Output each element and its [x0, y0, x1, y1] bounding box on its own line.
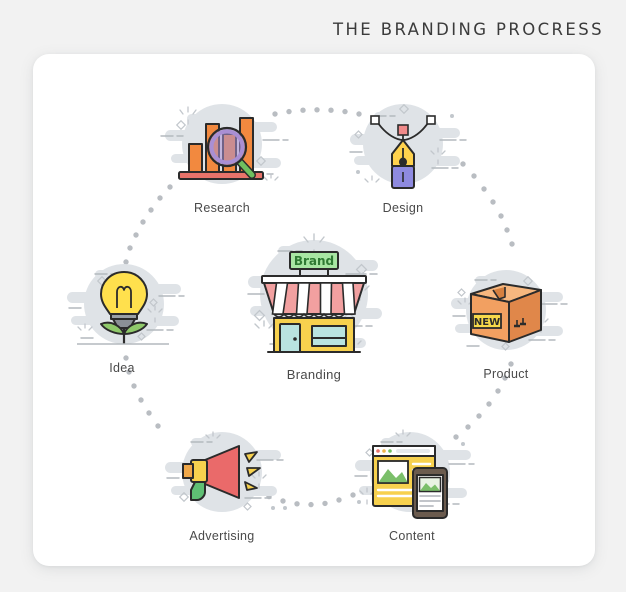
step-label: Advertising: [189, 529, 255, 543]
content-icon-area: [337, 420, 487, 528]
step-label: Product: [483, 367, 529, 381]
step-research[interactable]: Research: [147, 92, 297, 215]
step-design[interactable]: Design: [328, 92, 478, 215]
lightbulb-plant-icon: [67, 264, 185, 345]
step-content[interactable]: Content: [337, 420, 487, 543]
megaphone-icon: [165, 431, 287, 512]
step-product[interactable]: NEW Product: [431, 258, 581, 381]
content-card: Research: [33, 54, 595, 566]
cardboard-box-icon: NEW: [451, 270, 568, 351]
svg-text:Brand: Brand: [294, 254, 334, 268]
step-branding[interactable]: Brand: [234, 226, 394, 382]
advertising-icon-area: [147, 420, 297, 528]
design-icon-area: [328, 92, 478, 200]
browser-window-mobile-icon: [354, 429, 475, 519]
fountain-pen-bezier-icon: [349, 103, 467, 189]
step-label: Research: [194, 201, 250, 215]
idea-icon-area: [47, 252, 197, 360]
page-title: THE BRANDING PROCRESS: [332, 20, 604, 39]
step-label: Branding: [286, 367, 342, 382]
branding-icon-area: Brand: [234, 226, 394, 366]
bar-chart-magnifier-icon: [160, 104, 289, 184]
step-advertising[interactable]: Advertising: [147, 420, 297, 543]
storefront-icon: Brand: [247, 233, 382, 353]
step-idea[interactable]: Idea: [47, 252, 197, 375]
product-icon-area: NEW: [431, 258, 581, 366]
step-label: Idea: [109, 361, 135, 375]
step-label: Content: [389, 529, 435, 543]
step-label: Design: [382, 201, 424, 215]
svg-text:NEW: NEW: [474, 317, 500, 328]
research-icon-area: [147, 92, 297, 200]
